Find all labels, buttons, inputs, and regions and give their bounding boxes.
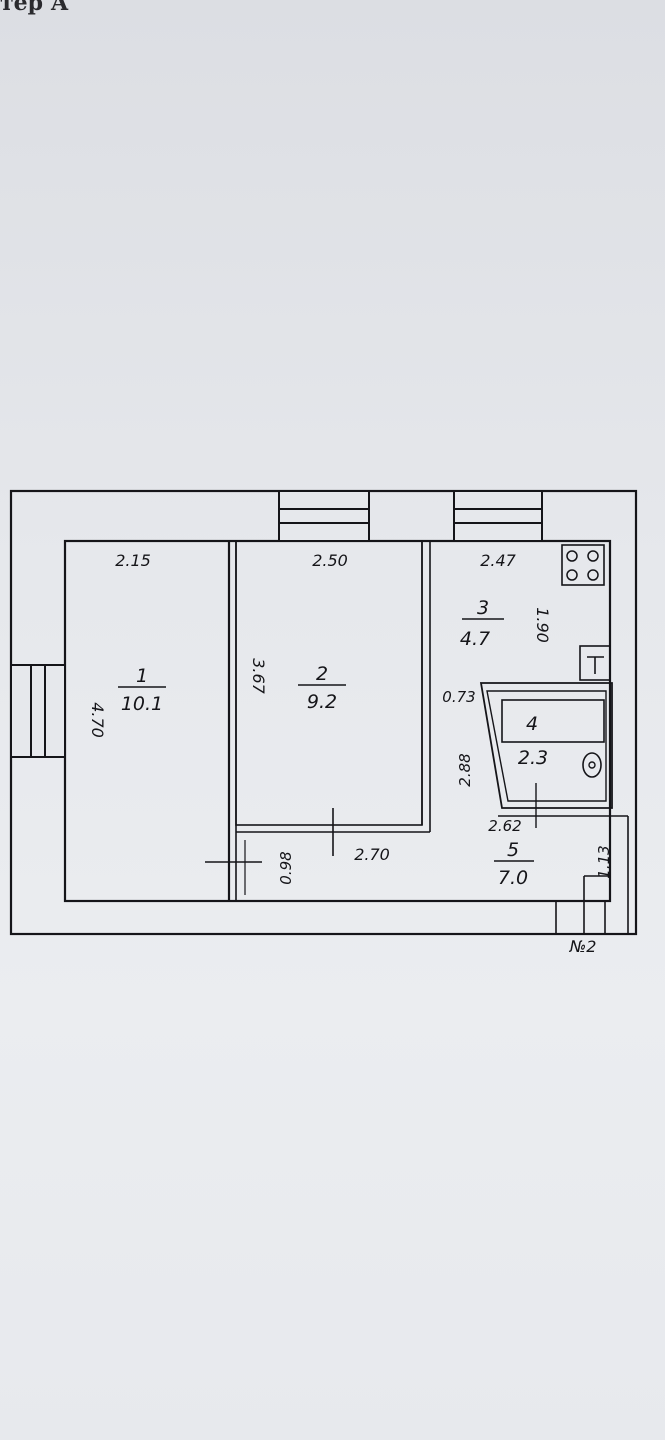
dim-bath-height: 2.88: [456, 753, 474, 786]
room-1-area: 10.1: [121, 693, 163, 715]
dim-room2-height: 3.67: [249, 658, 268, 694]
room-4-number: 4: [526, 713, 538, 735]
dim-bath-width: 2.62: [488, 817, 521, 835]
entrance-label: №2: [569, 937, 597, 956]
dimension-labels: 2.15 2.50 2.47 4.70 3.67 1.90 0.73 2.88 …: [88, 551, 613, 956]
window-room-1: [10, 664, 66, 758]
room-1-number: 1: [136, 665, 148, 687]
room-3-number: 3: [477, 597, 489, 619]
kitchen-cabinet: [579, 645, 611, 681]
dim-room1-height: 4.70: [88, 702, 107, 738]
bathtub: [501, 699, 605, 743]
bathroom-walls: [479, 682, 613, 809]
dim-room1-width: 2.15: [115, 551, 151, 570]
dim-entry-height: 1.13: [595, 845, 613, 878]
room-3-area: 4.7: [460, 628, 490, 650]
sink: [582, 752, 602, 778]
room-5-area: 7.0: [498, 867, 528, 889]
dim-hall-height: 0.98: [277, 851, 295, 884]
room-4-area: 2.3: [518, 747, 548, 769]
dim-bath-offset: 0.73: [442, 688, 475, 706]
stove: [561, 544, 605, 586]
room-5-number: 5: [507, 839, 519, 861]
dim-room2-width: 2.50: [312, 551, 348, 570]
walls: [9, 489, 638, 936]
windows: [10, 490, 543, 758]
header-corner-text: тер А: [0, 0, 69, 16]
room-2-number: 2: [316, 663, 328, 685]
dim-room3-height: 1.90: [533, 607, 552, 643]
dim-hall-width: 2.70: [354, 845, 390, 864]
dim-room3-width: 2.47: [480, 551, 516, 570]
window-kitchen: [453, 490, 543, 542]
room-2-area: 9.2: [307, 691, 337, 713]
room-labels: 1 10.1 2 9.2 3 4.7 4 2.3 5 7.0: [118, 597, 548, 889]
window-room-2: [278, 490, 370, 542]
